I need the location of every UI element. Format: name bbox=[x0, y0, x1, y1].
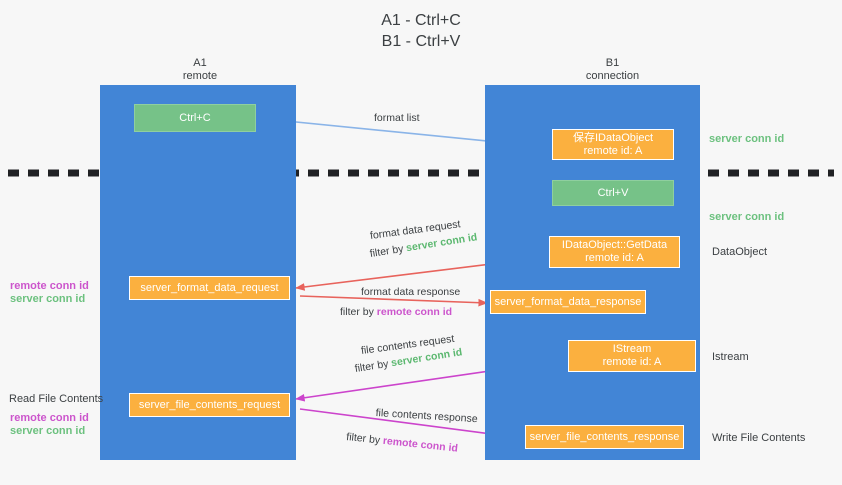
node-istream[interactable]: IStream remote id: A bbox=[568, 340, 696, 372]
node-server-file-contents-request[interactable]: server_file_contents_request bbox=[129, 393, 290, 417]
edge-label-format-data-response-filter: filter by remote conn id bbox=[340, 306, 452, 319]
edge-label-format-data-response: format data response bbox=[361, 286, 461, 298]
column-header-b1: B1 connection bbox=[585, 57, 640, 82]
label-server-conn-id-upper: server conn id bbox=[10, 293, 86, 305]
label-server-conn-id-top: server conn id bbox=[709, 133, 785, 145]
filter-prefix-text: filter by bbox=[345, 431, 384, 447]
label-remote-conn-id-lower: remote conn id bbox=[10, 412, 89, 424]
column-header-a1: A1 remote bbox=[182, 57, 218, 82]
node-idataobject-getdata[interactable]: IDataObject::GetData remote id: A bbox=[549, 236, 680, 268]
node-server-format-data-response[interactable]: server_format_data_response bbox=[490, 290, 646, 314]
label-server-conn-id-mid: server conn id bbox=[709, 211, 785, 223]
node-ctrl-c[interactable]: Ctrl+C bbox=[134, 104, 256, 132]
node-server-file-contents-response[interactable]: server_file_contents_response bbox=[525, 425, 684, 449]
label-read-file-contents: Read File Contents bbox=[9, 393, 104, 405]
node-save-idataobject[interactable]: 保存IDataObject remote id: A bbox=[552, 129, 674, 160]
label-dataobject: DataObject bbox=[712, 246, 768, 258]
filter-prefix-text: filter by bbox=[340, 306, 377, 318]
label-server-conn-id-lower: server conn id bbox=[10, 425, 86, 437]
label-write-file-contents: Write File Contents bbox=[712, 432, 806, 444]
filter-value-remote-conn-id: remote conn id bbox=[376, 306, 453, 318]
label-remote-conn-id-upper: remote conn id bbox=[10, 280, 89, 292]
edge-label-format-list: format list bbox=[374, 112, 420, 124]
node-ctrl-v[interactable]: Ctrl+V bbox=[552, 180, 674, 206]
label-istream: Istream bbox=[712, 351, 749, 363]
page-title: A1 - Ctrl+C B1 - Ctrl+V bbox=[381, 12, 461, 50]
arrow-format-data-response bbox=[299, 295, 488, 307]
node-server-format-data-request[interactable]: server_format_data_request bbox=[129, 276, 290, 300]
